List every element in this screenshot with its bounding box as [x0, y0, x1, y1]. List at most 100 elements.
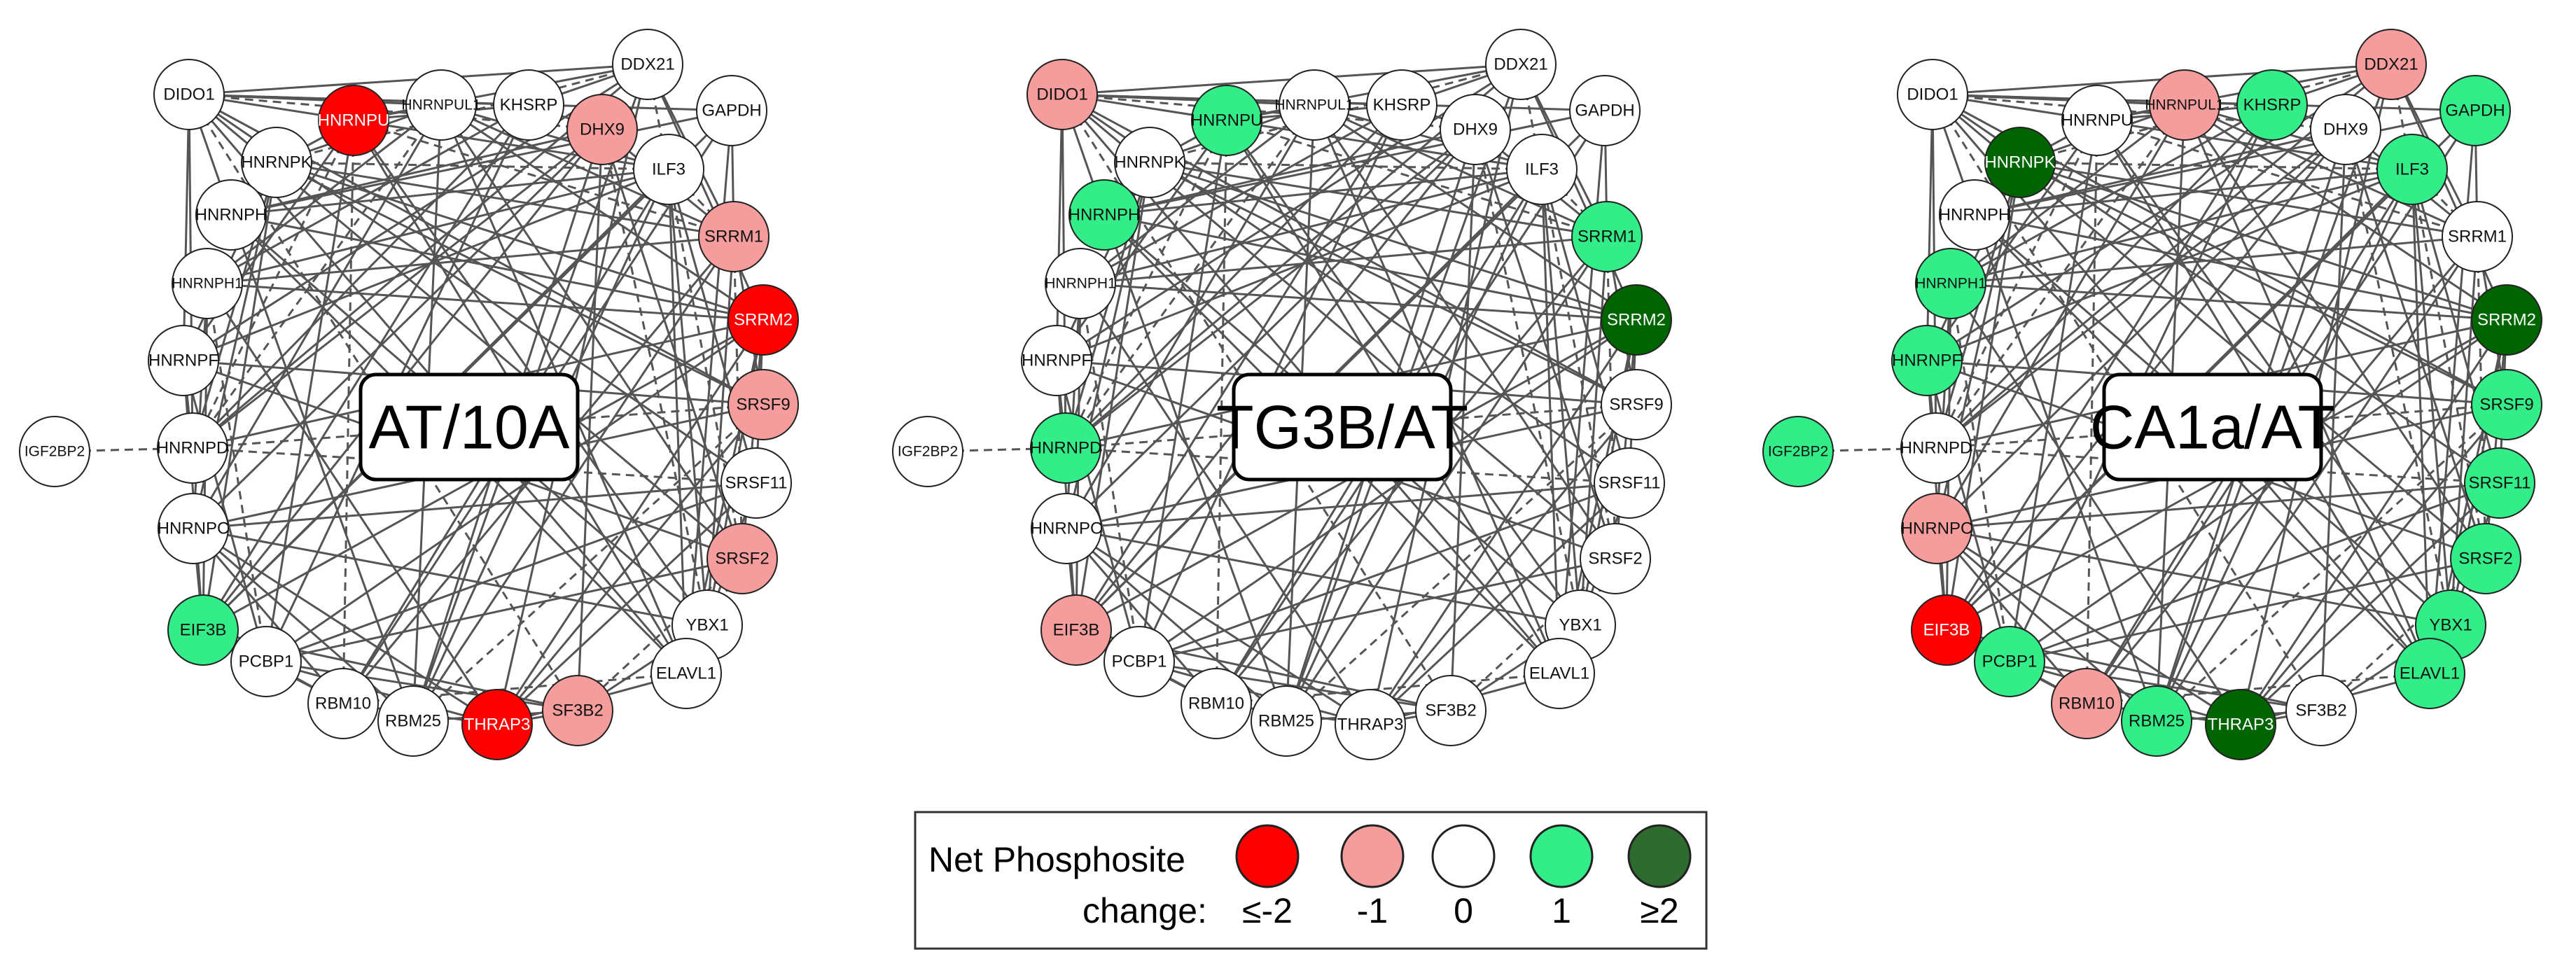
node-circle	[633, 134, 704, 205]
node-label: SRSF11	[725, 474, 788, 493]
node-label: GAPDH	[702, 102, 761, 120]
edge	[1974, 128, 2346, 216]
edge	[2344, 129, 2452, 626]
node-label: RBM25	[385, 712, 441, 731]
node-label: GAPDH	[2445, 102, 2505, 120]
node-circle	[167, 594, 239, 666]
edge	[1936, 482, 2500, 530]
edge	[2239, 319, 2508, 725]
node-label: KHSRP	[1373, 96, 1431, 115]
node-circle	[148, 325, 219, 396]
node-pcbp1: PCBP1	[230, 626, 302, 697]
edge	[1066, 527, 1581, 627]
edge	[1080, 235, 1608, 285]
node-hnrnph: HNRNPH	[1068, 179, 1140, 251]
edge	[1139, 660, 1451, 712]
node-label: SRRM2	[734, 311, 793, 330]
edge	[230, 214, 764, 321]
edge	[1285, 403, 1638, 722]
node-label: SF3B2	[2295, 701, 2346, 720]
node-label: PCBP1	[1112, 652, 1167, 671]
edge	[230, 109, 732, 216]
edge	[1149, 161, 1637, 406]
edge	[667, 169, 709, 626]
edge	[601, 129, 744, 559]
node-label: HNRNPK	[241, 153, 312, 172]
node-label: SF3B2	[1425, 701, 1476, 720]
node-hnrnph1: HNRNPH1	[1915, 248, 1986, 319]
node-label: SF3B2	[552, 701, 603, 720]
edge	[1949, 283, 2242, 725]
node-label: DHX9	[2323, 120, 2368, 139]
edge	[1139, 319, 1637, 663]
node-rbm10: RBM10	[2051, 668, 2122, 739]
edge	[2484, 319, 2508, 559]
edge	[182, 360, 267, 662]
node-circle	[2450, 523, 2521, 594]
node-hnrnph1: HNRNPH1	[172, 248, 243, 319]
node-khsrp: KHSRP	[493, 69, 564, 141]
node-hnrnpu: HNRNPU	[1191, 85, 1262, 156]
node-circle	[2149, 69, 2220, 141]
edge	[1540, 169, 1561, 674]
node-hnrnpc: HNRNPC	[158, 493, 229, 564]
node-circle	[1524, 638, 1595, 709]
node-hnrnpf: HNRNPF	[148, 325, 219, 396]
edge	[2239, 404, 2508, 725]
node-circle	[1506, 134, 1578, 205]
node-label: ILF3	[652, 160, 685, 179]
node-srrm2: SRRM2	[1601, 284, 1672, 356]
legend-item: ≤-2	[1235, 824, 1300, 930]
legend-item: 0	[1431, 824, 1496, 930]
node-label: ILF3	[2395, 160, 2429, 179]
node-khsrp: KHSRP	[1366, 69, 1437, 141]
edge	[2019, 161, 2478, 238]
edge	[1935, 120, 2098, 449]
node-circle	[1900, 412, 1972, 484]
edge	[1080, 104, 1402, 285]
edge	[1974, 214, 2507, 321]
node-ilf3: ILF3	[1506, 134, 1578, 205]
edge	[1935, 104, 2274, 449]
edge	[2019, 161, 2507, 406]
node-label: HNRNPD	[1900, 439, 1972, 458]
edge	[191, 120, 355, 449]
edge	[1474, 129, 1617, 559]
edge	[2009, 319, 2507, 663]
node-hnrnpd: HNRNPD	[157, 412, 228, 484]
edge	[1065, 283, 1082, 529]
node-circle	[1181, 668, 1252, 739]
edge	[1474, 129, 1582, 626]
node-label: YBX1	[1559, 616, 1601, 635]
edge	[1079, 283, 1372, 725]
edge	[1139, 482, 1630, 663]
node-rbm25: RBM25	[2121, 685, 2192, 757]
node-label: DIDO1	[163, 85, 214, 104]
edge	[353, 119, 734, 238]
edge	[1103, 214, 1637, 321]
node-circle	[307, 668, 379, 739]
node-ddx21: DDX21	[612, 29, 683, 100]
edge	[1149, 63, 1522, 164]
legend-label: ≥2	[1640, 891, 1678, 930]
node-label: YBX1	[685, 616, 728, 635]
node-circle	[1485, 29, 1557, 100]
node-gapdh: GAPDH	[696, 75, 767, 146]
node-srsf9: SRSF9	[2471, 369, 2542, 440]
node-circle	[1366, 69, 1437, 141]
node-circle	[727, 369, 799, 440]
edge	[2411, 169, 2452, 626]
edge	[230, 168, 669, 216]
node-label: EIF3B	[180, 621, 227, 640]
edge	[576, 129, 604, 711]
edge	[1449, 557, 1617, 712]
node-circle	[1021, 325, 1092, 396]
node-ddx21: DDX21	[1485, 29, 1557, 100]
edge	[2009, 482, 2500, 663]
node-circle	[1580, 523, 1651, 594]
node-srsf11: SRSF11	[1594, 447, 1665, 519]
edge	[1064, 104, 1403, 449]
node-hnrnpc: HNRNPC	[1031, 493, 1102, 564]
